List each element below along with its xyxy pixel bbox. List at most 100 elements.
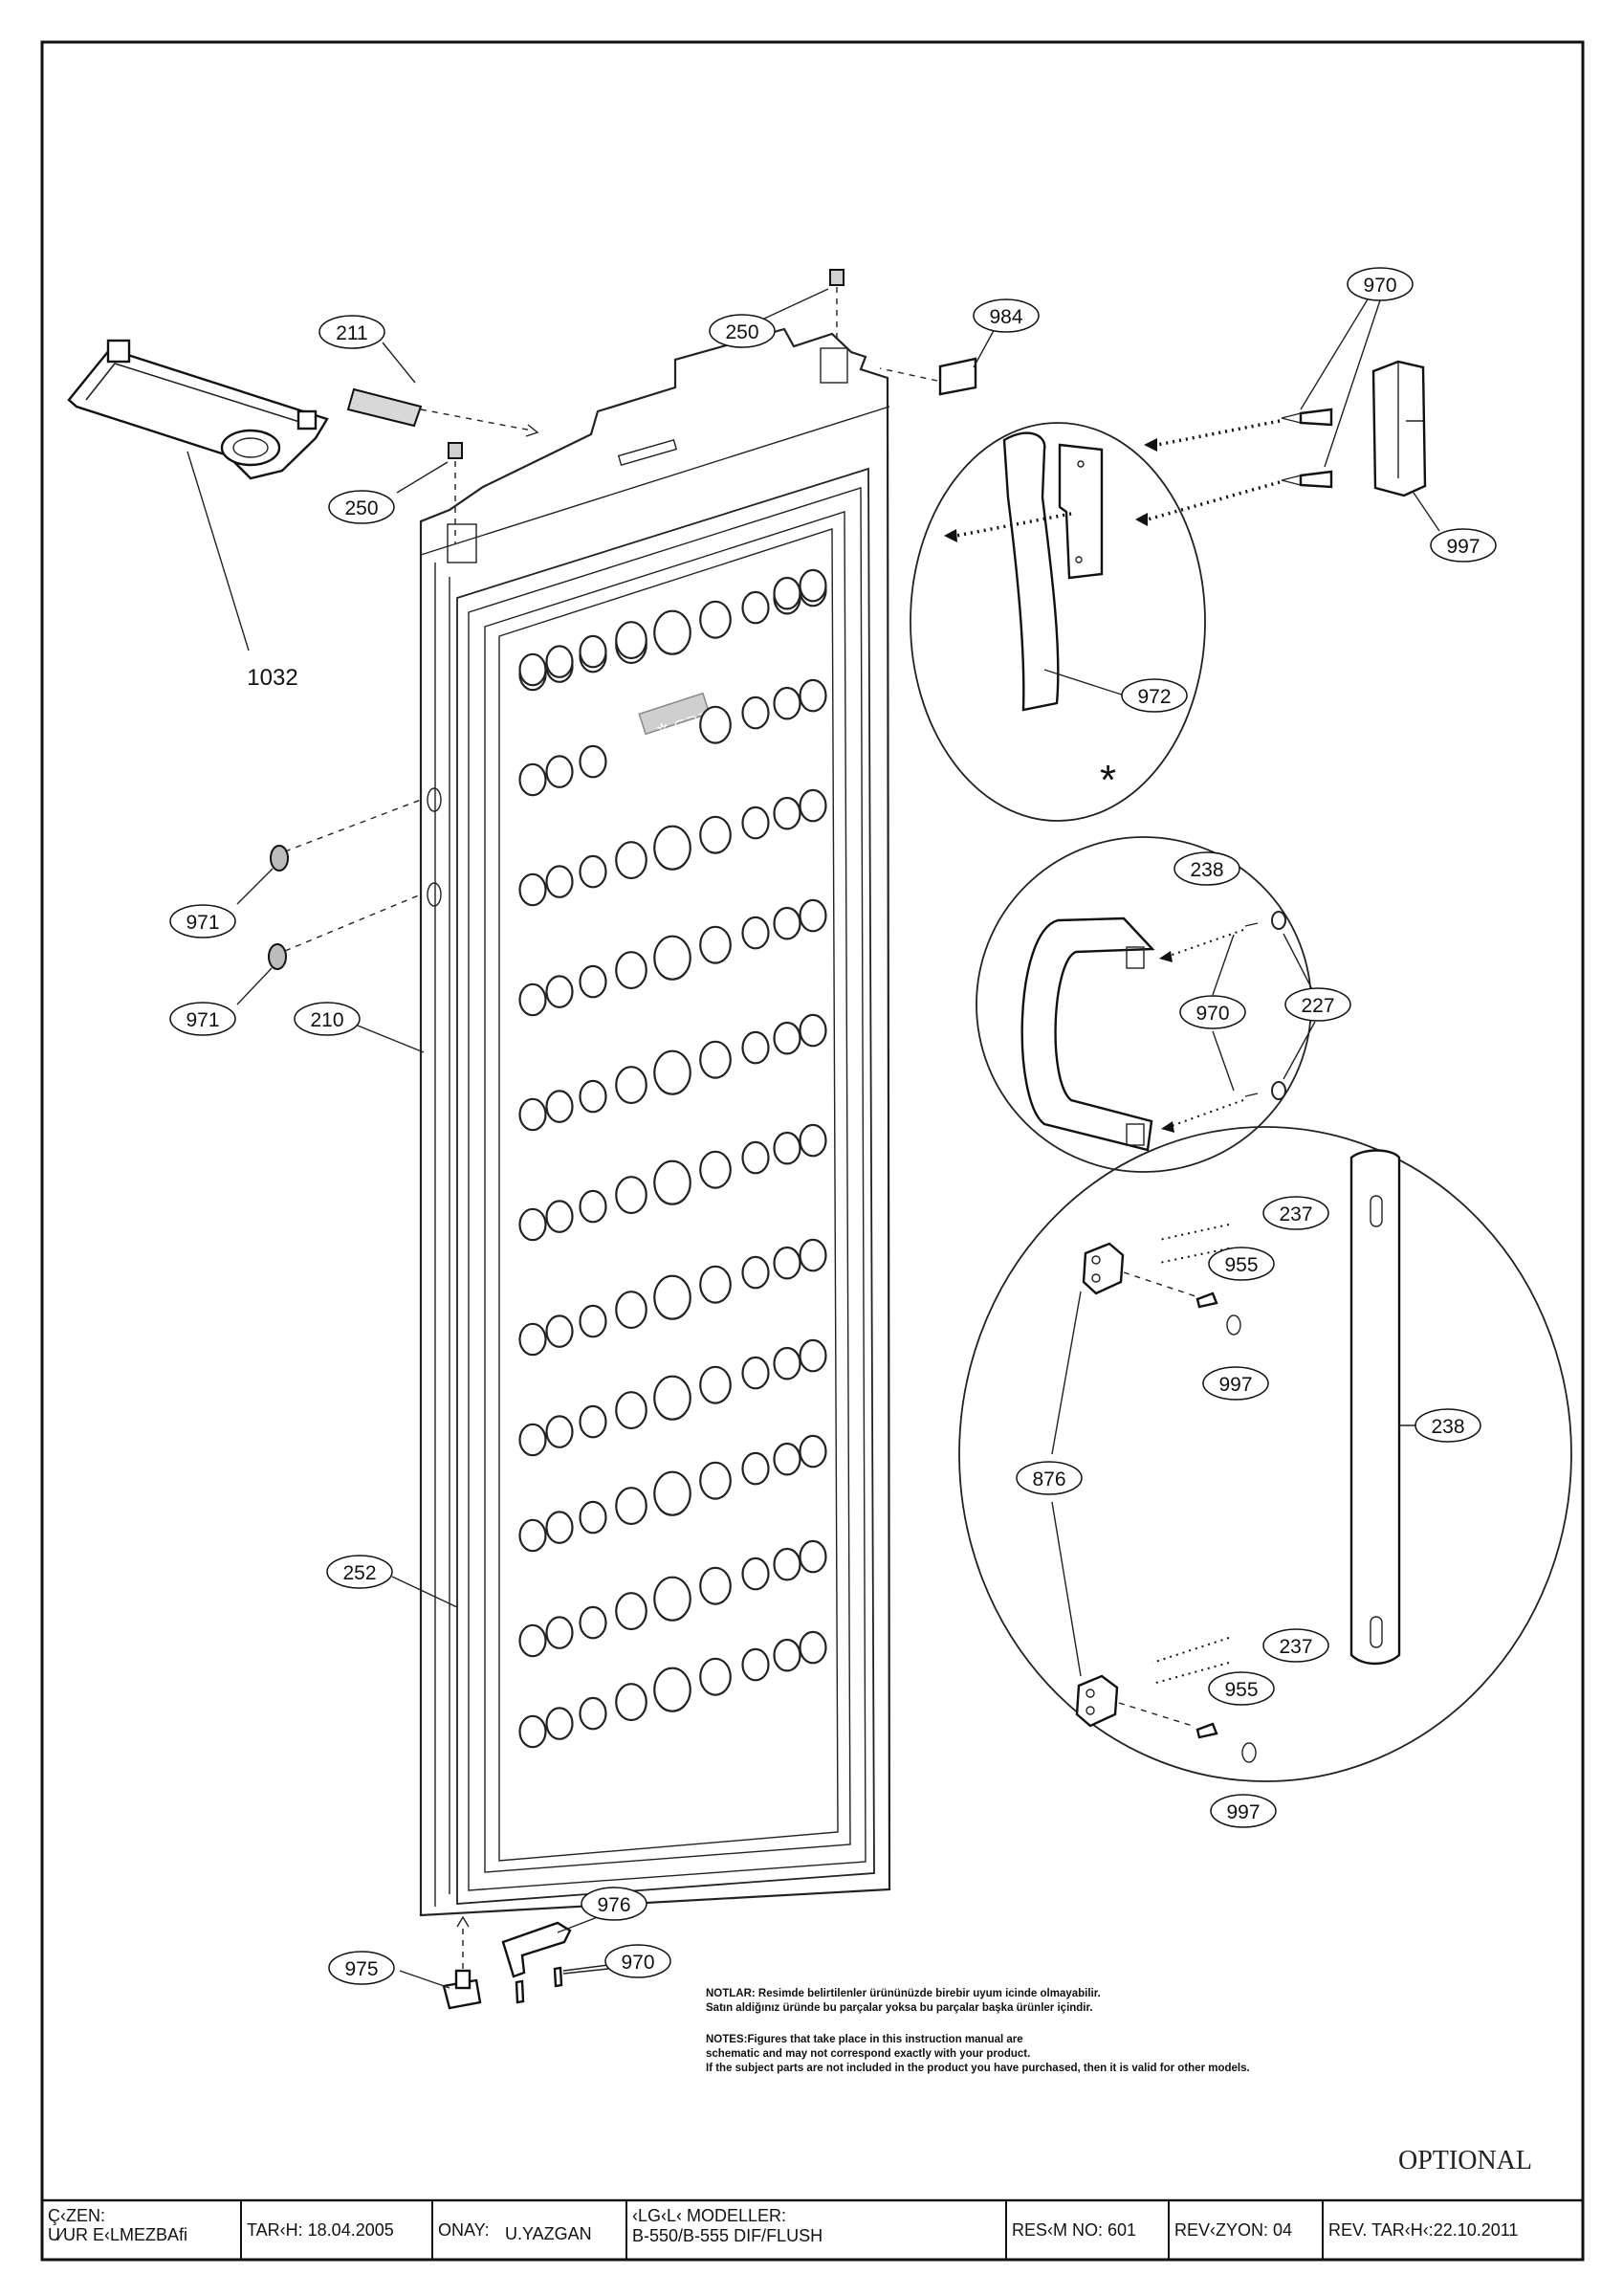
- door-circle: [741, 916, 770, 950]
- door-circle: [653, 825, 691, 871]
- door-circle: [741, 590, 770, 625]
- door-circle: [699, 1566, 732, 1605]
- door-circle: [615, 1683, 647, 1722]
- door-circle: [579, 854, 607, 889]
- door-circle: [545, 975, 574, 1008]
- callout-text: 211: [336, 322, 367, 344]
- callout-text: 976: [597, 1894, 630, 1916]
- door-circle: [518, 1322, 547, 1357]
- part-250-upper-pin: [829, 269, 844, 344]
- door-circle: [545, 1314, 574, 1348]
- door-circle: [653, 1667, 691, 1712]
- door-circle: [773, 1246, 801, 1280]
- door-circle: [741, 806, 770, 840]
- callout-971: 971: [169, 1002, 236, 1036]
- door-circle: [799, 678, 827, 713]
- door-circle: [799, 898, 827, 933]
- door-circle: [545, 1707, 574, 1740]
- door-circle: [518, 1207, 547, 1242]
- callout-976: 976: [581, 1887, 647, 1921]
- door-circle: [579, 744, 607, 779]
- door-circle: [518, 1518, 547, 1553]
- cizen-label: Ç‹ZEN:: [48, 2206, 105, 2225]
- door-circle: [773, 1346, 801, 1380]
- door-circle: [518, 1423, 547, 1457]
- door-circle: [799, 1539, 827, 1574]
- door-circle: [699, 1461, 732, 1500]
- callout-997: 997: [1202, 1366, 1269, 1401]
- door-circle: [545, 755, 574, 788]
- note-en-line3: If the subject parts are not included in…: [706, 2063, 1250, 2074]
- door-circle: [799, 1013, 827, 1048]
- notes-block: NOTLAR: Resimde belirtilenler ürününüzde…: [706, 1988, 1250, 2074]
- detail-circle-bar-handle: [958, 1126, 1572, 1782]
- door-circle: [799, 568, 827, 603]
- part-970-screws-top: [944, 294, 1383, 542]
- door-circle: [741, 695, 770, 730]
- callout-text: 971: [186, 1009, 219, 1031]
- door-circle: [799, 1434, 827, 1468]
- callout-text: 955: [1224, 1254, 1258, 1276]
- callout-text: 237: [1279, 1636, 1312, 1658]
- door-circle: [579, 1304, 607, 1338]
- callout-text: 955: [1224, 1679, 1258, 1701]
- door-circle: [579, 964, 607, 999]
- part-984-label: [879, 357, 977, 396]
- callout-text: 252: [342, 1562, 376, 1584]
- callout-text: 237: [1279, 1203, 1312, 1225]
- door-circle: [773, 686, 801, 720]
- callout-955: 955: [1208, 1247, 1275, 1281]
- callout-227: 227: [1284, 987, 1351, 1022]
- callout-210: 210: [294, 1002, 361, 1036]
- callout-text: 997: [1218, 1374, 1252, 1396]
- door-circle: [741, 1030, 770, 1065]
- door-circle: [773, 1442, 801, 1476]
- note-en-line2: schematic and may not correspond exactly…: [706, 2048, 1030, 2060]
- door-circle: [773, 1131, 801, 1165]
- door-circle: [773, 576, 801, 610]
- callout-text: 997: [1446, 536, 1480, 558]
- note-tr-line1: NOTLAR: Resimde belirtilenler ürününüzde…: [706, 1988, 1101, 1999]
- title-block: Ç‹ZEN: U⁄UR E‹LMEZBAfi TAR‹H: 18.04.2005…: [40, 2198, 1585, 2262]
- door-circle: [773, 796, 801, 830]
- part-250-lower-pin: [448, 442, 463, 543]
- door-circle: [773, 1638, 801, 1672]
- door-decor-circles: [518, 568, 827, 1749]
- door-circle: [653, 1470, 691, 1516]
- callout-250: 250: [709, 314, 776, 348]
- door-circle: [545, 645, 574, 678]
- callout-975: 975: [328, 1951, 395, 1985]
- callout-text: 876: [1032, 1468, 1065, 1490]
- door-circle: [579, 1500, 607, 1534]
- callout-text: 997: [1226, 1801, 1260, 1823]
- door-circle: [545, 1090, 574, 1123]
- part-976-bracket: [501, 1914, 603, 1978]
- door-circle: [699, 705, 732, 744]
- door-circle: [518, 872, 547, 907]
- door-circle: [545, 1200, 574, 1233]
- door-circle: [773, 1021, 801, 1055]
- door-circle: [741, 1255, 770, 1290]
- door-circle: [579, 1696, 607, 1731]
- door-circle: [773, 1547, 801, 1581]
- door-circle: [518, 1714, 547, 1749]
- door-circle: [699, 815, 732, 854]
- part-975-hinge-pin: [399, 1915, 482, 2010]
- callout-text: 1032: [247, 665, 297, 691]
- callout-876: 876: [1016, 1461, 1083, 1495]
- callout-text: 971: [186, 912, 219, 934]
- callout-text: 238: [1190, 859, 1223, 881]
- callout-252: 252: [326, 1555, 393, 1589]
- door-circle: [741, 1140, 770, 1175]
- cizen-name: U⁄UR E‹LMEZBAfi: [48, 2225, 187, 2244]
- door-circle: [699, 1265, 732, 1304]
- door-circle: [518, 652, 547, 687]
- door-circle: [518, 982, 547, 1017]
- door-circle: [518, 1097, 547, 1132]
- part-971-plugs: [236, 799, 422, 1005]
- door-circle: [615, 1592, 647, 1631]
- callout-971: 971: [169, 904, 236, 938]
- door-circle: [653, 1159, 691, 1205]
